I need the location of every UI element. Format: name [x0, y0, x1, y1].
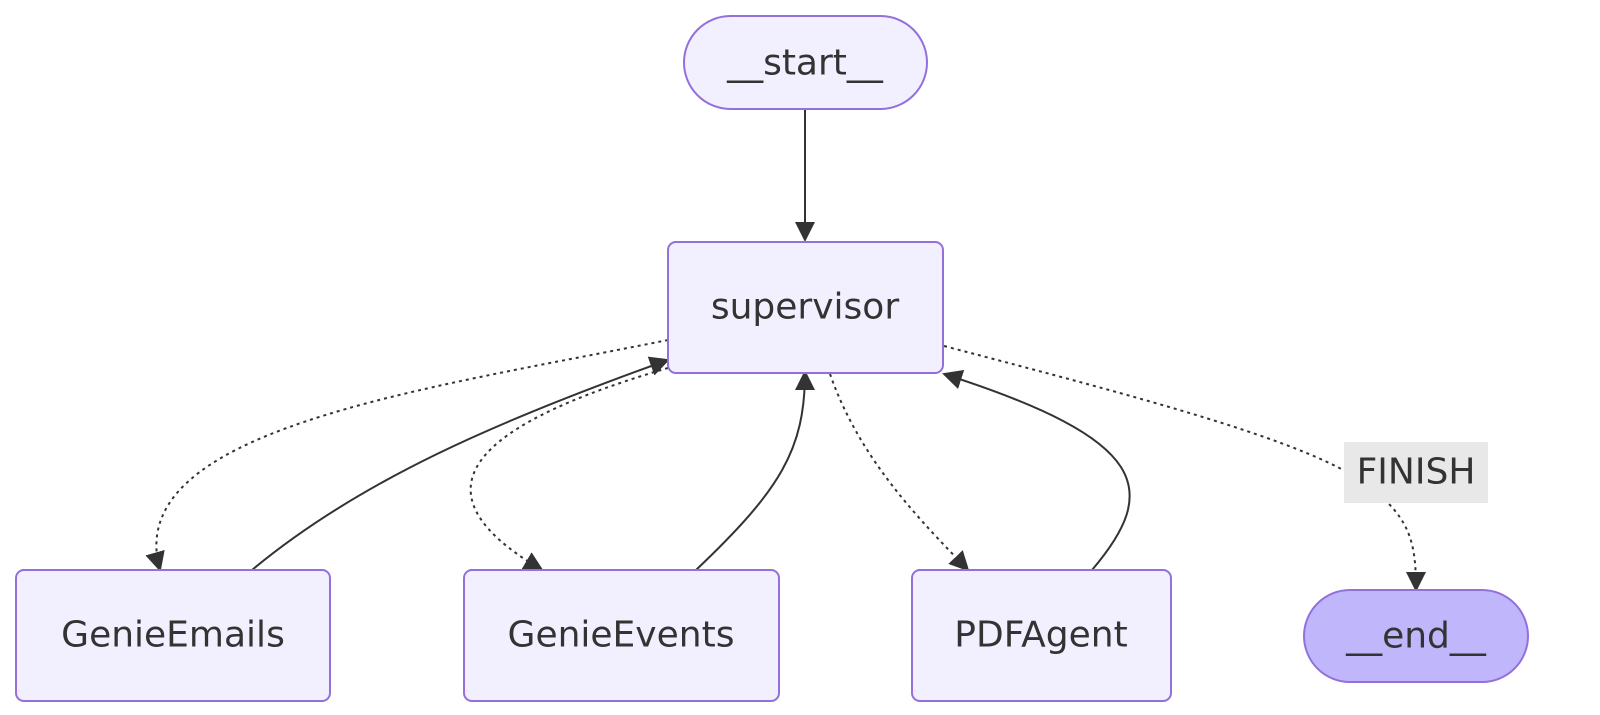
node-end-label: __end__ — [1345, 616, 1487, 657]
edge-genieevents-to-supervisor — [695, 370, 815, 571]
edge-supervisor-to-genieevents — [469, 367, 669, 572]
edge-supervisor-to-genieemails — [145, 339, 669, 572]
node-supervisor[interactable]: supervisor — [667, 241, 944, 374]
node-genie-emails[interactable]: GenieEmails — [15, 569, 331, 702]
edge-label-finish: FINISH — [1344, 442, 1488, 503]
edge-pdfagent-to-supervisor — [942, 369, 1131, 571]
node-pdf-agent-label: PDFAgent — [954, 615, 1127, 656]
node-start[interactable]: __start__ — [683, 15, 928, 110]
node-genie-events-label: GenieEvents — [508, 615, 735, 656]
node-end[interactable]: __end__ — [1303, 589, 1529, 683]
node-genie-emails-label: GenieEmails — [61, 615, 285, 656]
edge-label-finish-text: FINISH — [1357, 452, 1476, 493]
node-pdf-agent[interactable]: PDFAgent — [911, 569, 1172, 702]
edge-genieemails-to-supervisor — [251, 356, 670, 571]
edge-supervisor-to-pdfagent — [829, 373, 970, 572]
node-start-label: __start__ — [726, 43, 884, 84]
node-supervisor-label: supervisor — [711, 287, 899, 328]
node-genie-events[interactable]: GenieEvents — [463, 569, 780, 702]
